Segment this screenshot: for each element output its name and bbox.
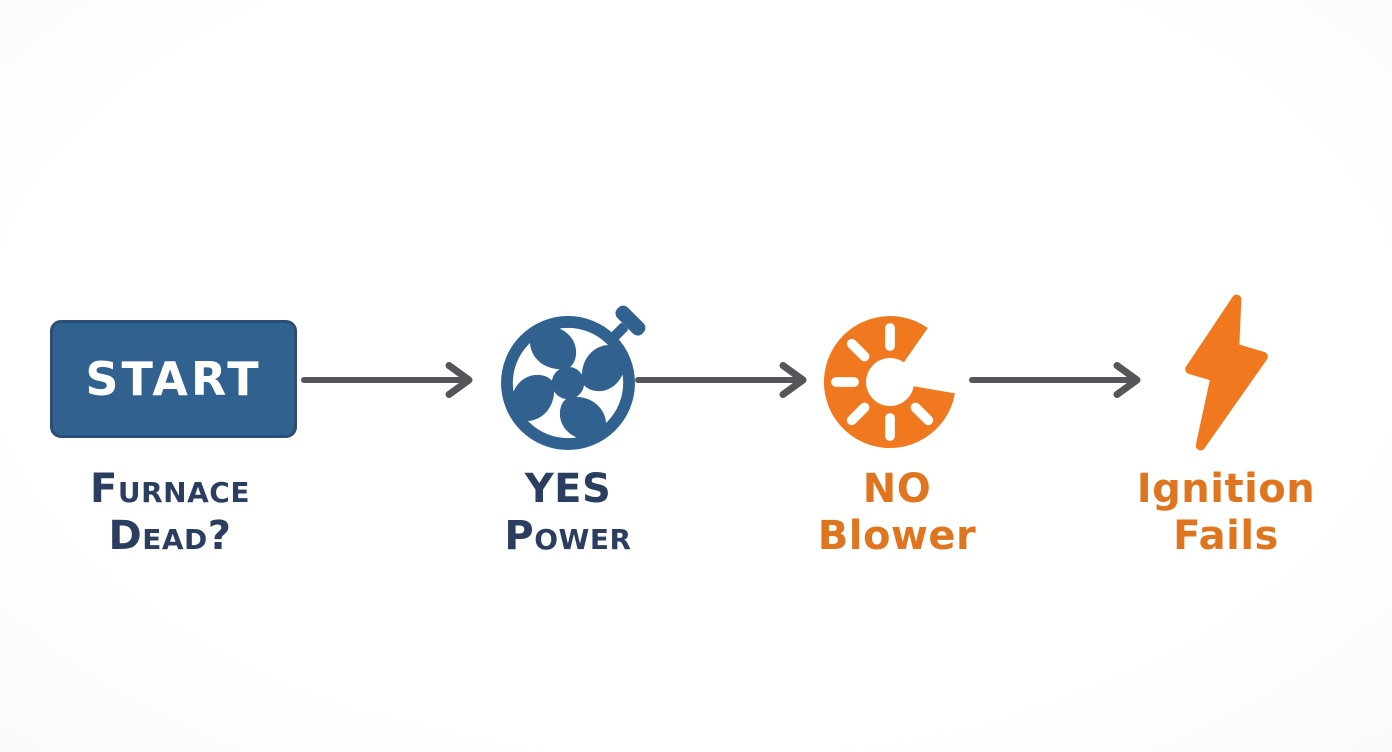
flow-arrow-2 xyxy=(635,362,807,398)
caption-line: YES xyxy=(524,466,612,512)
flow-arrow-1 xyxy=(301,362,473,398)
flow-arrow-3 xyxy=(969,362,1141,398)
caption-furnace-dead: Furnace Dead? xyxy=(20,466,320,560)
caption-line: Power xyxy=(504,513,632,559)
blower-wheel-icon xyxy=(823,316,955,449)
caption-line: Furnace xyxy=(90,466,250,512)
fan-blower-icon xyxy=(501,305,646,450)
caption-line: Fails xyxy=(1173,513,1279,559)
start-button-label: START xyxy=(85,352,262,406)
caption-ignition-fails: Ignition Fails xyxy=(1076,466,1376,560)
caption-no-blower: NO Blower xyxy=(747,466,1047,560)
lightning-bolt-icon xyxy=(1185,294,1268,451)
caption-line: Ignition xyxy=(1136,466,1316,512)
caption-line: Dead? xyxy=(108,513,232,559)
caption-yes-power: YES Power xyxy=(418,466,718,560)
caption-line: Blower xyxy=(817,513,977,559)
start-button: START xyxy=(50,320,297,438)
caption-line: NO xyxy=(862,466,932,512)
